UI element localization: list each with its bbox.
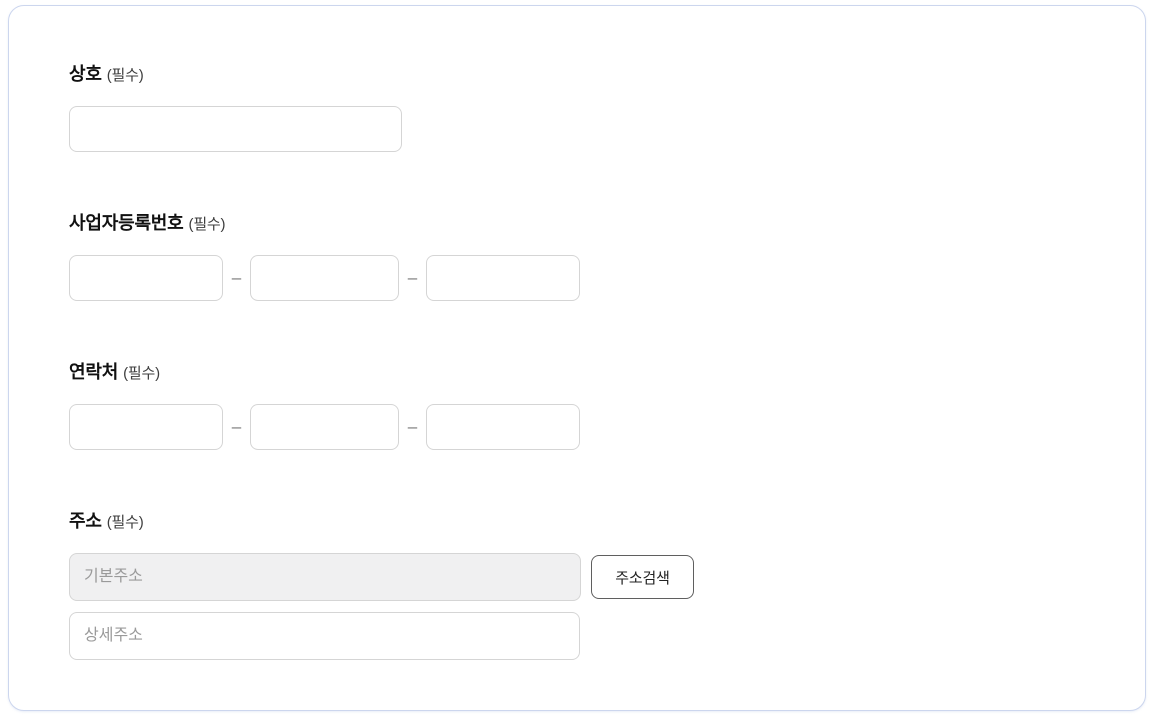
- section-contact: 연락처(필수) – –: [69, 361, 1085, 450]
- business-name-label: 상호(필수): [69, 63, 1085, 87]
- address-search-button[interactable]: 주소검색: [591, 555, 694, 599]
- form-card: 상호(필수) 사업자등록번호(필수) – – 연락처(필수): [8, 5, 1146, 711]
- business-reg-no-label-text: 사업자등록번호: [69, 213, 184, 233]
- business-reg-no-separator-1: –: [231, 268, 242, 287]
- address-detail-input[interactable]: [69, 612, 580, 660]
- section-business-reg-no: 사업자등록번호(필수) – –: [69, 212, 1085, 301]
- section-address: 주소(필수) 주소검색: [69, 510, 1085, 660]
- contact-part3-input[interactable]: [426, 404, 580, 450]
- business-reg-no-required-text: (필수): [188, 216, 226, 233]
- address-base-row: 주소검색: [69, 553, 1085, 601]
- address-label: 주소(필수): [69, 510, 1085, 534]
- contact-required-text: (필수): [123, 365, 160, 382]
- address-base-input[interactable]: [69, 553, 581, 601]
- business-reg-no-part2-input[interactable]: [250, 255, 399, 301]
- section-business-name: 상호(필수): [69, 63, 1085, 152]
- business-reg-no-label: 사업자등록번호(필수): [69, 212, 1085, 236]
- address-required-text: (필수): [106, 514, 144, 531]
- contact-part2-input[interactable]: [250, 404, 399, 450]
- address-label-text: 주소: [69, 511, 102, 531]
- contact-separator-1: –: [231, 417, 242, 436]
- contact-separator-2: –: [407, 417, 418, 436]
- contact-label-text: 연락처: [69, 362, 119, 382]
- business-name-label-text: 상호: [69, 64, 102, 84]
- contact-part1-input[interactable]: [69, 404, 223, 450]
- business-reg-no-part1-input[interactable]: [69, 255, 223, 301]
- business-reg-no-row: – –: [69, 255, 1085, 301]
- business-name-input[interactable]: [69, 106, 402, 152]
- business-name-required-text: (필수): [106, 67, 144, 84]
- contact-label: 연락처(필수): [69, 361, 1085, 385]
- contact-row: – –: [69, 404, 1085, 450]
- business-reg-no-separator-2: –: [407, 268, 418, 287]
- business-reg-no-part3-input[interactable]: [426, 255, 580, 301]
